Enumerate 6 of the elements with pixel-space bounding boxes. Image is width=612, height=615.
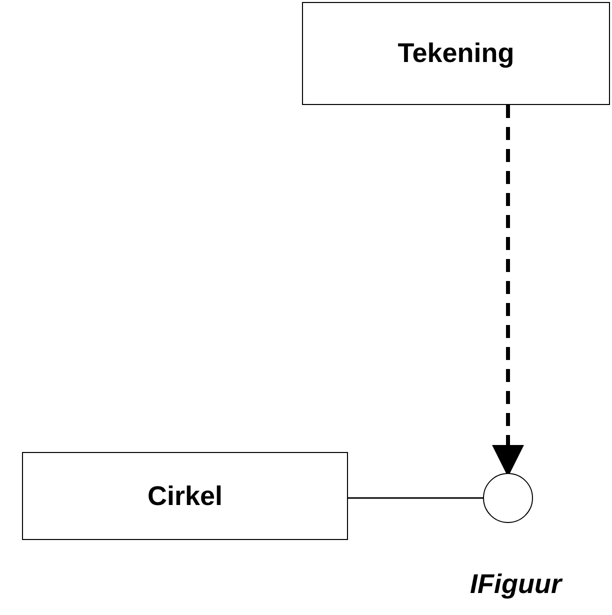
class-box: [302, 2, 610, 105]
interface-name: IFiguur: [470, 568, 562, 601]
class-name: Tekening: [398, 37, 514, 70]
class-name: Cirkel: [147, 480, 223, 513]
class-box: [22, 452, 348, 540]
connector-line: [348, 497, 483, 499]
